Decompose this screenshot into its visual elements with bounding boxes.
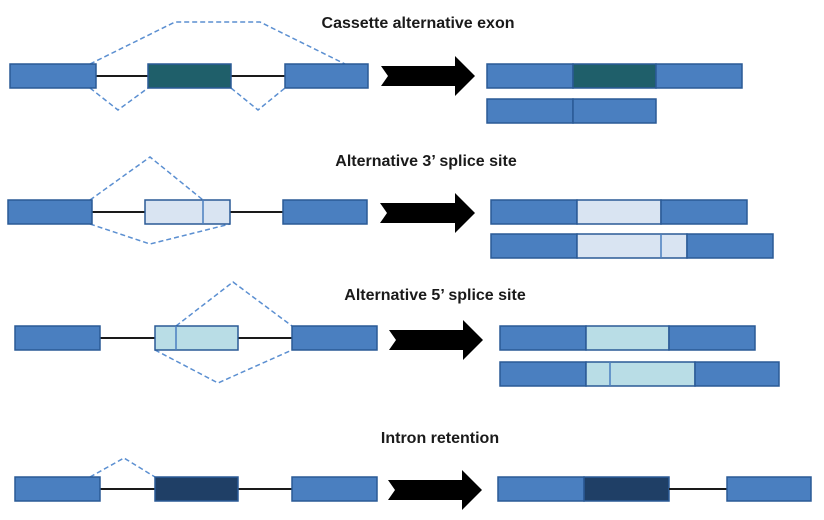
splice-path-include-left <box>89 87 149 111</box>
panel-title-intron: Intron retention <box>380 430 500 447</box>
exon-constitutive <box>291 476 378 502</box>
panel-intron-retention <box>14 457 812 510</box>
product-exon-alt5 <box>585 361 696 387</box>
splice-path-upper <box>89 457 156 478</box>
product-exon <box>499 325 587 351</box>
arrow-icon <box>380 193 475 233</box>
product-exon <box>490 233 578 259</box>
exon-constitutive <box>282 199 368 225</box>
panel-title-cassette: Cassette alternative exon <box>321 15 515 32</box>
panel-title-alt3: Alternative 3’ splice site <box>335 153 517 170</box>
splice-path-upper <box>175 281 293 327</box>
panel-alt5 <box>14 281 780 387</box>
exon-alt3 <box>144 199 231 225</box>
exon-constitutive <box>291 325 378 351</box>
product-exon-alt3 <box>576 233 688 259</box>
product-exon <box>497 476 585 502</box>
splice-path-lower <box>89 223 231 245</box>
product-exon-alt5 <box>585 325 670 351</box>
exon-constitutive <box>14 325 101 351</box>
product-exon-alt3 <box>576 199 662 225</box>
panel-title-alt5: Alternative 5’ splice site <box>344 287 526 304</box>
panel-alt3 <box>7 156 774 259</box>
product-exon <box>694 361 780 387</box>
product-exon <box>486 63 574 89</box>
product-exon <box>660 199 748 225</box>
exon-constitutive <box>14 476 101 502</box>
product-exon <box>490 199 578 225</box>
product-exon <box>686 233 774 259</box>
product-exon <box>655 63 743 89</box>
splice-path-lower <box>154 349 293 384</box>
product-exon <box>572 98 657 124</box>
product-exon-cassette <box>572 63 657 89</box>
exon-cassette <box>147 63 232 89</box>
product-exon <box>499 361 587 387</box>
arrow-icon <box>389 320 483 360</box>
product-exon <box>486 98 574 124</box>
product-exon-retained <box>583 476 670 502</box>
exon-alt5 <box>154 325 239 351</box>
exon-constitutive <box>7 199 93 225</box>
exon-retained-intron <box>154 476 239 502</box>
splice-path-include-right <box>230 87 286 111</box>
arrow-icon <box>381 56 475 96</box>
exon-constitutive <box>9 63 97 89</box>
panel-cassette <box>9 21 743 124</box>
product-exon <box>668 325 756 351</box>
exon-constitutive <box>284 63 369 89</box>
product-exon <box>726 476 812 502</box>
arrow-icon <box>388 470 482 510</box>
splice-path-upper <box>89 156 204 201</box>
splice-path-skip <box>89 21 346 65</box>
